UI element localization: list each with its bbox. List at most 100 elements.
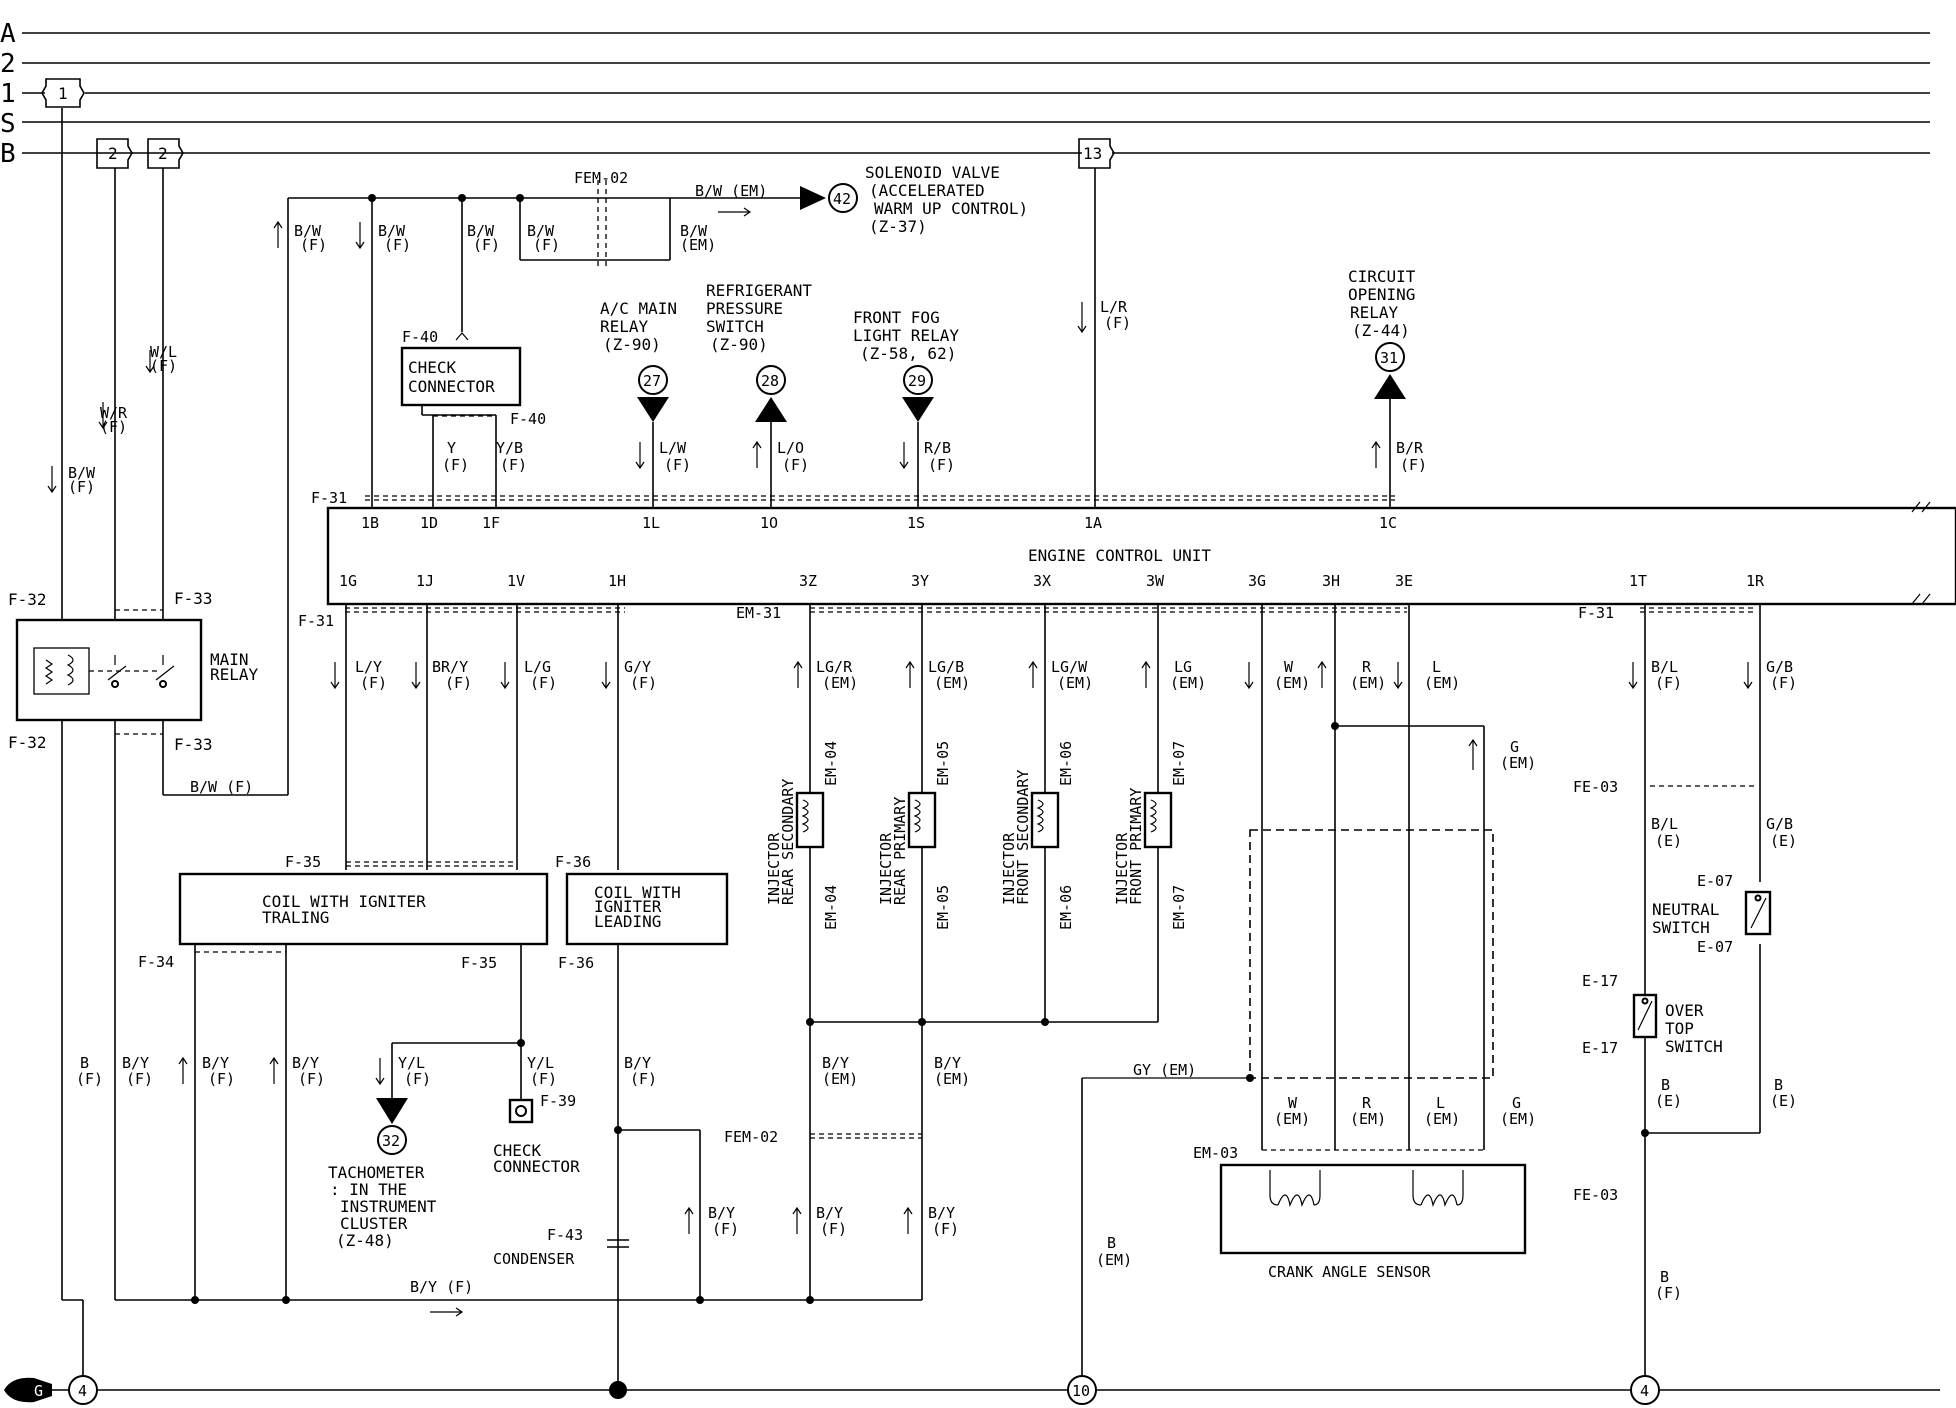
svg-text:F-40: F-40: [402, 328, 438, 346]
svg-text:(EM): (EM): [1274, 1110, 1310, 1128]
svg-text:TRALING: TRALING: [262, 908, 329, 927]
svg-text:EM-07: EM-07: [1170, 741, 1188, 786]
svg-text:32: 32: [382, 1132, 400, 1150]
svg-text:31: 31: [1380, 349, 1398, 367]
svg-text:1D: 1D: [420, 514, 438, 532]
svg-text:FRONT SECONDARY: FRONT SECONDARY: [1014, 770, 1032, 905]
svg-text:CHECK: CHECK: [408, 358, 457, 377]
svg-text:F-35: F-35: [285, 853, 321, 871]
svg-text:F-36: F-36: [558, 954, 594, 972]
svg-text:TOP: TOP: [1665, 1019, 1694, 1038]
svg-text:E-17: E-17: [1582, 972, 1618, 990]
svg-text:EM-05: EM-05: [934, 885, 952, 930]
engine-control-unit: ENGINE CONTROL UNIT 1B 1D 1F 1L 1O 1S 1A…: [326, 501, 1956, 606]
svg-text:1: 1: [58, 84, 68, 103]
svg-text:L/Y: L/Y: [355, 658, 382, 676]
svg-text:L/G: L/G: [524, 658, 551, 676]
bus-label-s: S: [0, 109, 16, 139]
svg-text:2: 2: [158, 144, 168, 163]
bus-label-b: B: [0, 139, 16, 169]
svg-text:EM-06: EM-06: [1057, 885, 1075, 930]
svg-text:TACHOMETER: TACHOMETER: [328, 1163, 425, 1182]
svg-text:(Z-90): (Z-90): [603, 335, 661, 354]
svg-text:SOLENOID VALVE: SOLENOID VALVE: [865, 163, 1000, 182]
svg-text:(F): (F): [630, 1070, 657, 1088]
svg-text:(F): (F): [533, 236, 560, 254]
svg-text:INJECTOR: INJECTOR: [1113, 832, 1131, 905]
ground-4-right: 4: [1630, 1375, 1660, 1405]
svg-text:G/Y: G/Y: [624, 658, 651, 676]
svg-text:CHECK: CHECK: [493, 1141, 542, 1160]
svg-text:(Z-44): (Z-44): [1352, 321, 1410, 340]
coil-with-igniter-leading: COIL WITH IGNITER LEADING: [565, 872, 729, 946]
svg-text:E-07: E-07: [1697, 938, 1733, 956]
svg-text:W: W: [1284, 658, 1294, 676]
svg-text:B/R: B/R: [1396, 439, 1424, 457]
bus-lines: A 2 1 S B: [0, 19, 1930, 169]
svg-text:(F): (F): [630, 674, 657, 692]
svg-text:Y: Y: [447, 439, 456, 457]
svg-text:(F): (F): [530, 674, 557, 692]
main-relay-label-2: RELAY: [210, 665, 259, 684]
svg-text:10: 10: [1072, 1382, 1090, 1400]
svg-text:(E): (E): [1770, 1092, 1797, 1110]
svg-text:GY (EM): GY (EM): [1133, 1061, 1196, 1079]
svg-text:3H: 3H: [1322, 572, 1340, 590]
svg-text:B/W: B/W: [527, 222, 555, 240]
svg-text:COIL WITH: COIL WITH: [594, 883, 681, 902]
svg-text:(EM): (EM): [934, 1070, 970, 1088]
svg-text:FEM-02: FEM-02: [724, 1128, 778, 1146]
crank-angle-sensor-label: CRANK ANGLE SENSOR: [1268, 1263, 1432, 1281]
solenoid-wire-label: B/W (EM): [695, 182, 767, 200]
bus-label-1: 1: [0, 79, 16, 109]
svg-text:B: B: [80, 1054, 89, 1072]
svg-text:(Z-37): (Z-37): [869, 217, 927, 236]
svg-text:R: R: [1362, 658, 1372, 676]
connector-em31: EM-31: [736, 604, 781, 622]
injector-front-primary: EM-07 EM-07 INJECTOR FRONT PRIMARY: [1113, 741, 1188, 930]
svg-text:REAR SECONDARY: REAR SECONDARY: [779, 779, 797, 905]
svg-text:B/Y: B/Y: [928, 1204, 955, 1222]
svg-text:FE-03: FE-03: [1573, 1186, 1618, 1204]
svg-text:RELAY: RELAY: [600, 317, 649, 336]
svg-text:: IN THE: : IN THE: [330, 1180, 407, 1199]
svg-text:B/Y: B/Y: [624, 1054, 651, 1072]
svg-text:B/W: B/W: [680, 222, 708, 240]
svg-text:(EM): (EM): [934, 674, 970, 692]
connector-f31-bottom: F-31: [298, 612, 334, 630]
connector-f32-bottom: F-32: [8, 733, 47, 752]
svg-text:(F): (F): [76, 1070, 103, 1088]
svg-text:B/W: B/W: [378, 222, 406, 240]
svg-text:SWITCH: SWITCH: [1665, 1037, 1723, 1056]
svg-text:B/Y: B/Y: [816, 1204, 843, 1222]
svg-text:INJECTOR: INJECTOR: [765, 832, 783, 905]
svg-text:F-34: F-34: [138, 953, 174, 971]
svg-text:Y/B: Y/B: [496, 439, 523, 457]
bus-label-2: 2: [0, 49, 16, 79]
svg-text:EM-07: EM-07: [1170, 885, 1188, 930]
svg-text:(F): (F): [360, 674, 387, 692]
svg-text:(EM): (EM): [1057, 674, 1093, 692]
svg-text:3X: 3X: [1033, 572, 1051, 590]
injector-front-secondary: EM-06 EM-06 INJECTOR FRONT SECONDARY: [1000, 741, 1075, 930]
svg-text:CONDENSER: CONDENSER: [493, 1250, 575, 1268]
svg-text:(F): (F): [126, 1070, 153, 1088]
svg-text:(F): (F): [820, 1220, 847, 1238]
svg-text:B/Y: B/Y: [122, 1054, 149, 1072]
svg-text:3W: 3W: [1146, 572, 1165, 590]
svg-text:NEUTRAL: NEUTRAL: [1652, 900, 1719, 919]
svg-text:(F): (F): [300, 236, 327, 254]
svg-text:SWITCH: SWITCH: [706, 317, 764, 336]
bus-label-a: A: [0, 19, 16, 49]
svg-text:(Z-48): (Z-48): [336, 1231, 394, 1250]
svg-text:CLUSTER: CLUSTER: [340, 1214, 408, 1233]
svg-text:W/R: W/R: [100, 404, 128, 422]
svg-text:(F): (F): [1770, 674, 1797, 692]
svg-text:(F): (F): [208, 1070, 235, 1088]
svg-text:(F): (F): [473, 236, 500, 254]
svg-text:R: R: [1362, 1094, 1372, 1112]
svg-text:SWITCH: SWITCH: [1652, 918, 1710, 937]
svg-text:1F: 1F: [482, 514, 500, 532]
svg-text:(EM): (EM): [1096, 1251, 1132, 1269]
svg-text:FE-03: FE-03: [1573, 778, 1618, 796]
